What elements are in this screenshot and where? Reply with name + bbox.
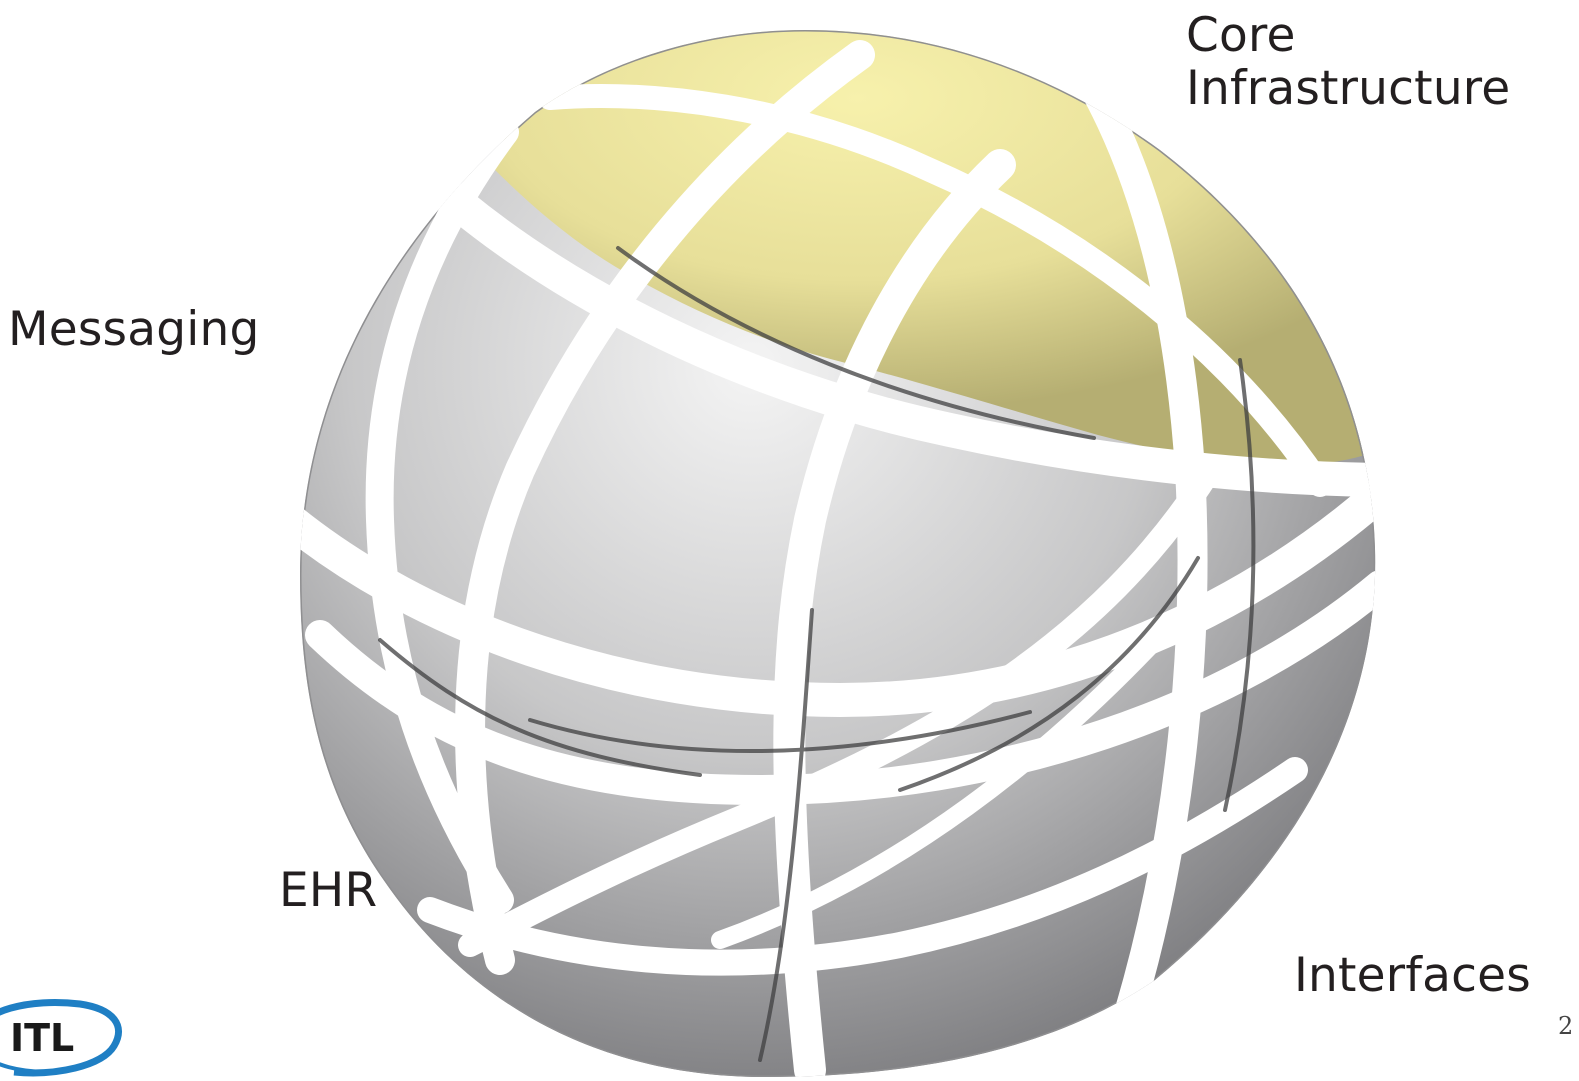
band-top-meridian — [538, 84, 1332, 497]
itl-logo: ITL — [0, 998, 122, 1077]
page-number: 2 — [1558, 1012, 1574, 1040]
core-infrastructure-label: Core Infrastructure — [1186, 8, 1511, 116]
band-center-left-meridian — [455, 40, 875, 975]
band-left-meridian — [365, 118, 519, 914]
interfaces-label: Interfaces — [1294, 948, 1531, 1003]
band-diagonal-right — [458, 458, 1222, 957]
core-label-line-1: Core — [1186, 8, 1296, 63]
band-upper-latitude — [403, 153, 1376, 497]
core-label-line-2: Infrastructure — [1186, 60, 1511, 116]
band-diagonal-lower — [711, 616, 1179, 949]
itl-logo-text: ITL — [10, 1016, 74, 1060]
band-equator — [300, 468, 1376, 717]
ehr-label: EHR — [279, 863, 378, 918]
messaging-label: Messaging — [8, 302, 260, 357]
